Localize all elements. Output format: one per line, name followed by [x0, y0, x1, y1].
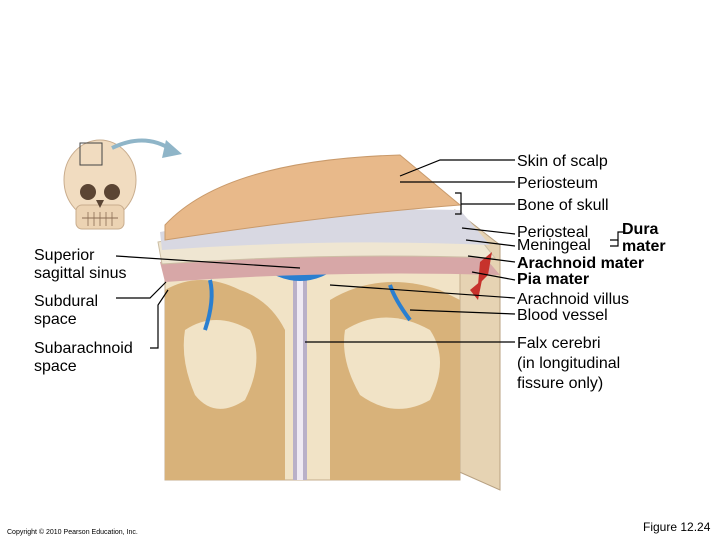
- figure-number: Figure 12.24: [643, 520, 711, 534]
- curved-arrow-icon: [111, 138, 182, 158]
- label-skin-of-scalp: Skin of scalp: [517, 153, 608, 170]
- label-periosteal: Periosteal: [517, 224, 589, 241]
- label-falx-cerebri-1: Falx cerebri: [517, 335, 601, 352]
- label-falx-cerebri-2: (in longitudinal: [517, 355, 621, 372]
- label-arachnoid-mater: Arachnoid mater: [517, 255, 645, 272]
- label-falx-cerebri-3: fissure only): [517, 375, 604, 392]
- label-subarachnoid-2: space: [34, 358, 77, 375]
- label-subdural-1: Subdural: [34, 293, 99, 310]
- label-superior-sagittal-2: sagittal sinus: [34, 265, 127, 282]
- label-superior-sagittal-1: Superior: [34, 247, 95, 264]
- label-dura: Dura: [622, 221, 659, 238]
- label-meningeal: Meningeal: [517, 237, 591, 254]
- label-arachnoid-villus: Arachnoid villus: [517, 291, 630, 308]
- label-subarachnoid-1: Subarachnoid: [34, 340, 133, 357]
- label-subdural-2: space: [34, 311, 77, 328]
- label-periosteum: Periosteum: [517, 175, 598, 192]
- label-bone-of-skull: Bone of skull: [517, 197, 609, 214]
- skull-icon: [63, 139, 137, 230]
- copyright-text: Copyright © 2010 Pearson Education, Inc.: [7, 529, 138, 536]
- label-pia-mater: Pia mater: [517, 271, 590, 288]
- label-blood-vessel: Blood vessel: [517, 307, 608, 324]
- label-mater: mater: [622, 238, 666, 255]
